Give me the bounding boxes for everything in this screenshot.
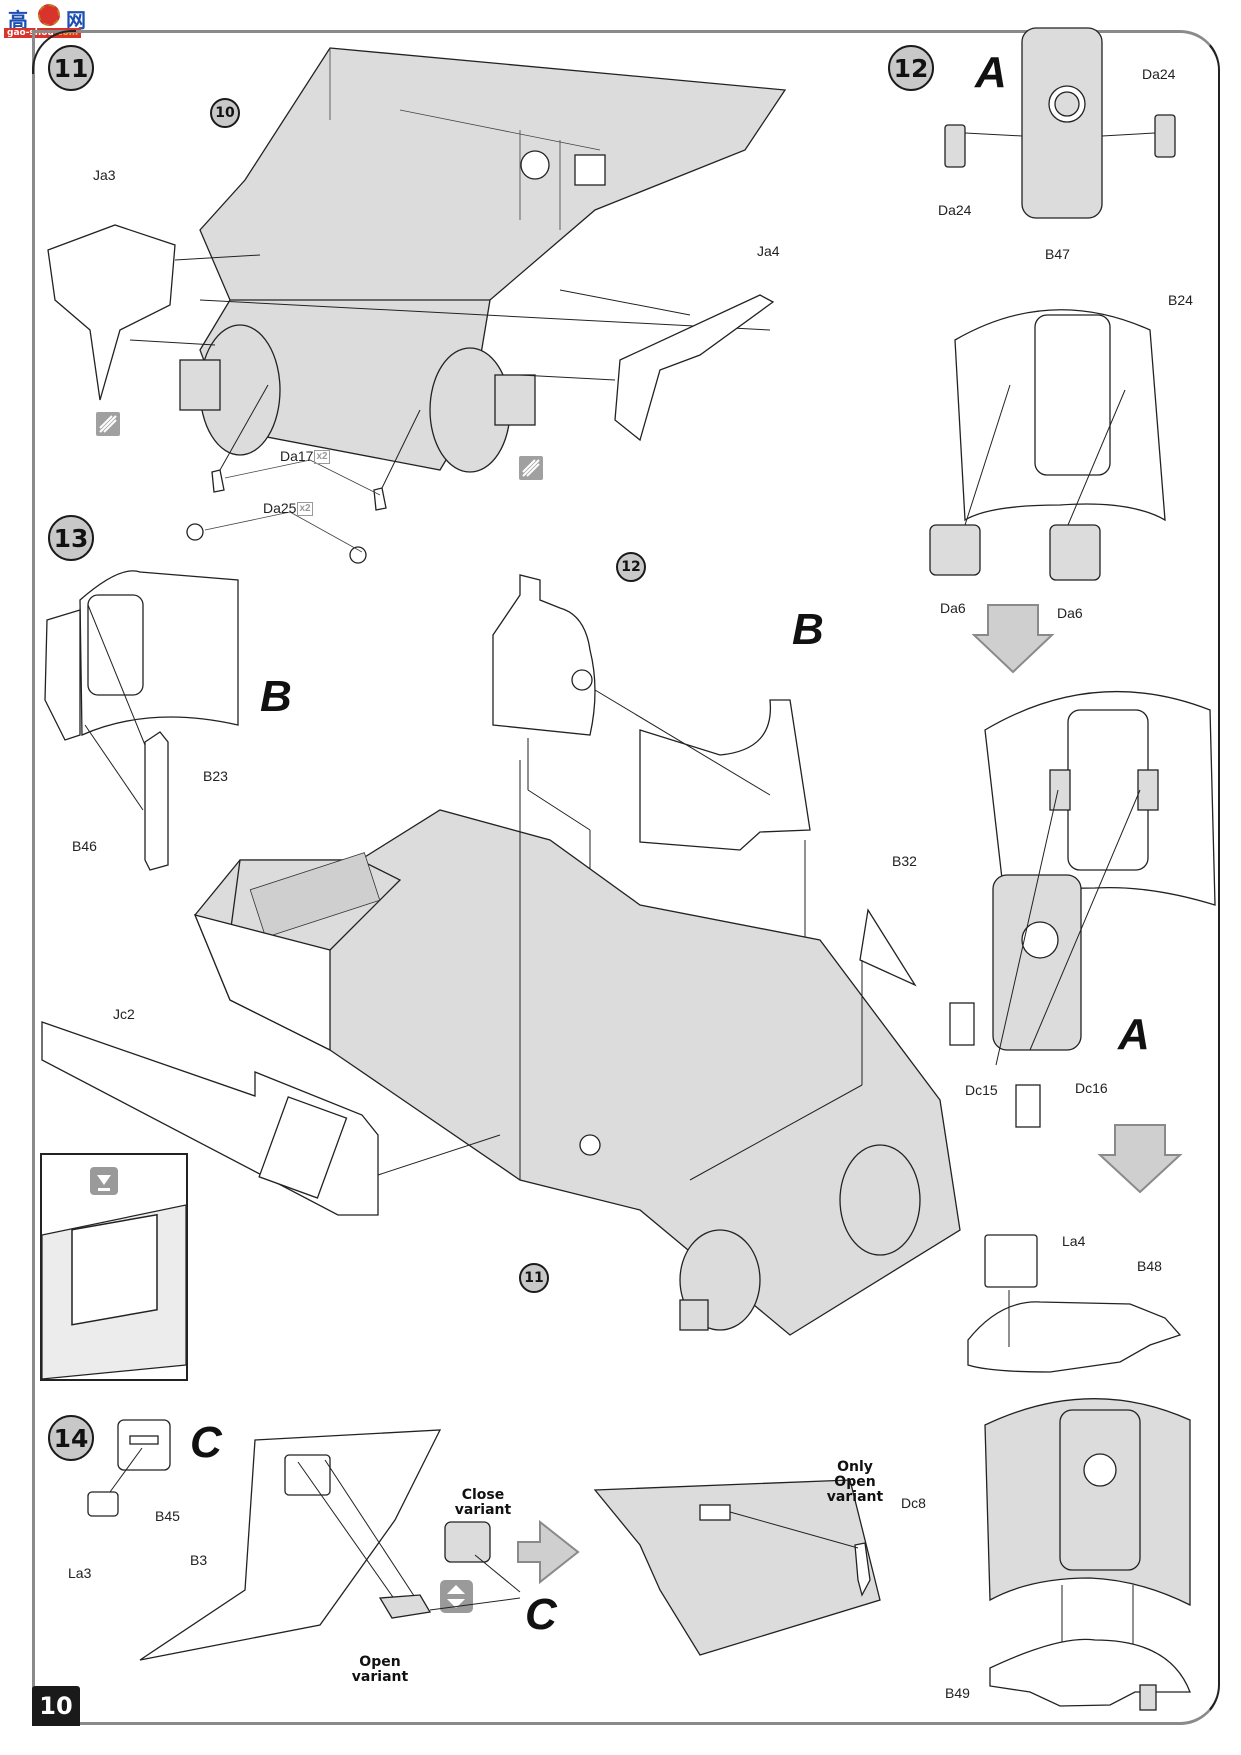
subassembly-12-illustration — [492, 574, 596, 1030]
part-label-b48: B48 — [1137, 1258, 1162, 1274]
part-b45-illustration — [117, 1419, 171, 1471]
part-ja4-illustration — [519, 289, 775, 442]
subassembly-ref-11: 11 — [519, 1263, 549, 1293]
part-label-b23: B23 — [203, 768, 228, 784]
close-variant-part-illustration — [444, 1521, 491, 1563]
part-label-dc15: Dc15 — [965, 1082, 998, 1098]
b24-final-illustration — [984, 1398, 1191, 1650]
part-ja3-illustration — [47, 224, 261, 401]
part-label-da6-right: Da6 — [1057, 605, 1083, 621]
part-label-da6-left: Da6 — [940, 600, 966, 616]
part-label-da24-right: Da24 — [1142, 66, 1176, 82]
next-step-arrow-icon-3 — [517, 1519, 580, 1585]
step-badge-12: 12 — [888, 45, 934, 91]
variant-marker-b-left: B — [260, 672, 292, 721]
b47-assembled-illustration — [992, 789, 1141, 1066]
parts-da24-illustration — [944, 114, 1176, 168]
part-b23-illustration — [44, 570, 239, 741]
parts-la4-b48-illustration — [967, 1234, 1182, 1373]
step11-hull-illustration — [179, 47, 787, 473]
swap-variant-icon — [440, 1580, 473, 1613]
step-badge-11: 11 — [48, 45, 94, 91]
part-label-la4: La4 — [1062, 1233, 1086, 1249]
variant-marker-a-top: A — [975, 48, 1007, 97]
part-label-b49: B49 — [945, 1685, 970, 1701]
part-label-ja4: Ja4 — [757, 243, 780, 259]
parts-da6-illustration — [929, 384, 1126, 581]
variant-marker-c-top: C — [190, 1418, 222, 1467]
part-label-b24: B24 — [1168, 292, 1193, 308]
open-variant-part-illustration — [378, 1594, 432, 1619]
page-number: 10 — [32, 1686, 80, 1726]
hull-assembly-illustration — [193, 760, 961, 1336]
part-b24-illustration — [954, 309, 1166, 522]
step-badge-13: 13 — [48, 515, 94, 561]
part-la3-illustration — [87, 1447, 143, 1517]
part-label-la3: La3 — [68, 1565, 92, 1581]
part-label-ja3: Ja3 — [93, 167, 116, 183]
logo-char-left: 高 — [8, 8, 28, 32]
part-b46-illustration — [84, 604, 169, 871]
part-label-dc8: Dc8 — [901, 1495, 926, 1511]
part-label-b32: B32 — [892, 853, 917, 869]
step-badge-14: 14 — [48, 1415, 94, 1461]
part-label-b3: B3 — [190, 1552, 208, 1568]
logo-char-right: 网 — [66, 8, 86, 32]
variant-marker-a-bottom: A — [1118, 1010, 1150, 1059]
glue-hatch-icon — [96, 412, 543, 480]
part-label-b46: B46 — [72, 838, 97, 854]
next-step-arrow-icon-2 — [1097, 1124, 1183, 1194]
part-b32-illustration — [689, 908, 917, 1181]
part-label-dc16: Dc16 — [1075, 1080, 1108, 1096]
subassembly-ref-12: 12 — [616, 552, 646, 582]
variant-marker-b-center: B — [792, 605, 824, 654]
parts-da17-da25-illustration — [186, 384, 421, 564]
part-jc2-illustration — [41, 1021, 501, 1216]
part-b47-illustration — [1021, 27, 1103, 219]
part-label-jc2: Jc2 — [113, 1006, 135, 1022]
b24-assembled-illustration — [984, 691, 1216, 907]
part-b3-illustration — [139, 1429, 442, 1661]
part-b49-illustration — [989, 1638, 1191, 1711]
quantity-badge: x2 — [314, 450, 330, 465]
next-step-arrow-icon — [971, 604, 1055, 674]
detail-inset — [40, 1153, 188, 1381]
variant-marker-c-bottom: C — [525, 1590, 557, 1639]
part-label-b47: B47 — [1045, 246, 1070, 262]
part-label-da24-left: Da24 — [938, 202, 972, 218]
page-frame — [32, 30, 1220, 1725]
b3-with-dc8-illustration — [593, 1479, 881, 1656]
logo-gear-icon — [38, 4, 60, 26]
part-label-b45: B45 — [155, 1508, 180, 1524]
quantity-badge: x2 — [297, 502, 313, 517]
parts-dc15-dc16-illustration — [949, 1002, 1041, 1128]
subassembly-ref-10: 10 — [210, 98, 240, 128]
